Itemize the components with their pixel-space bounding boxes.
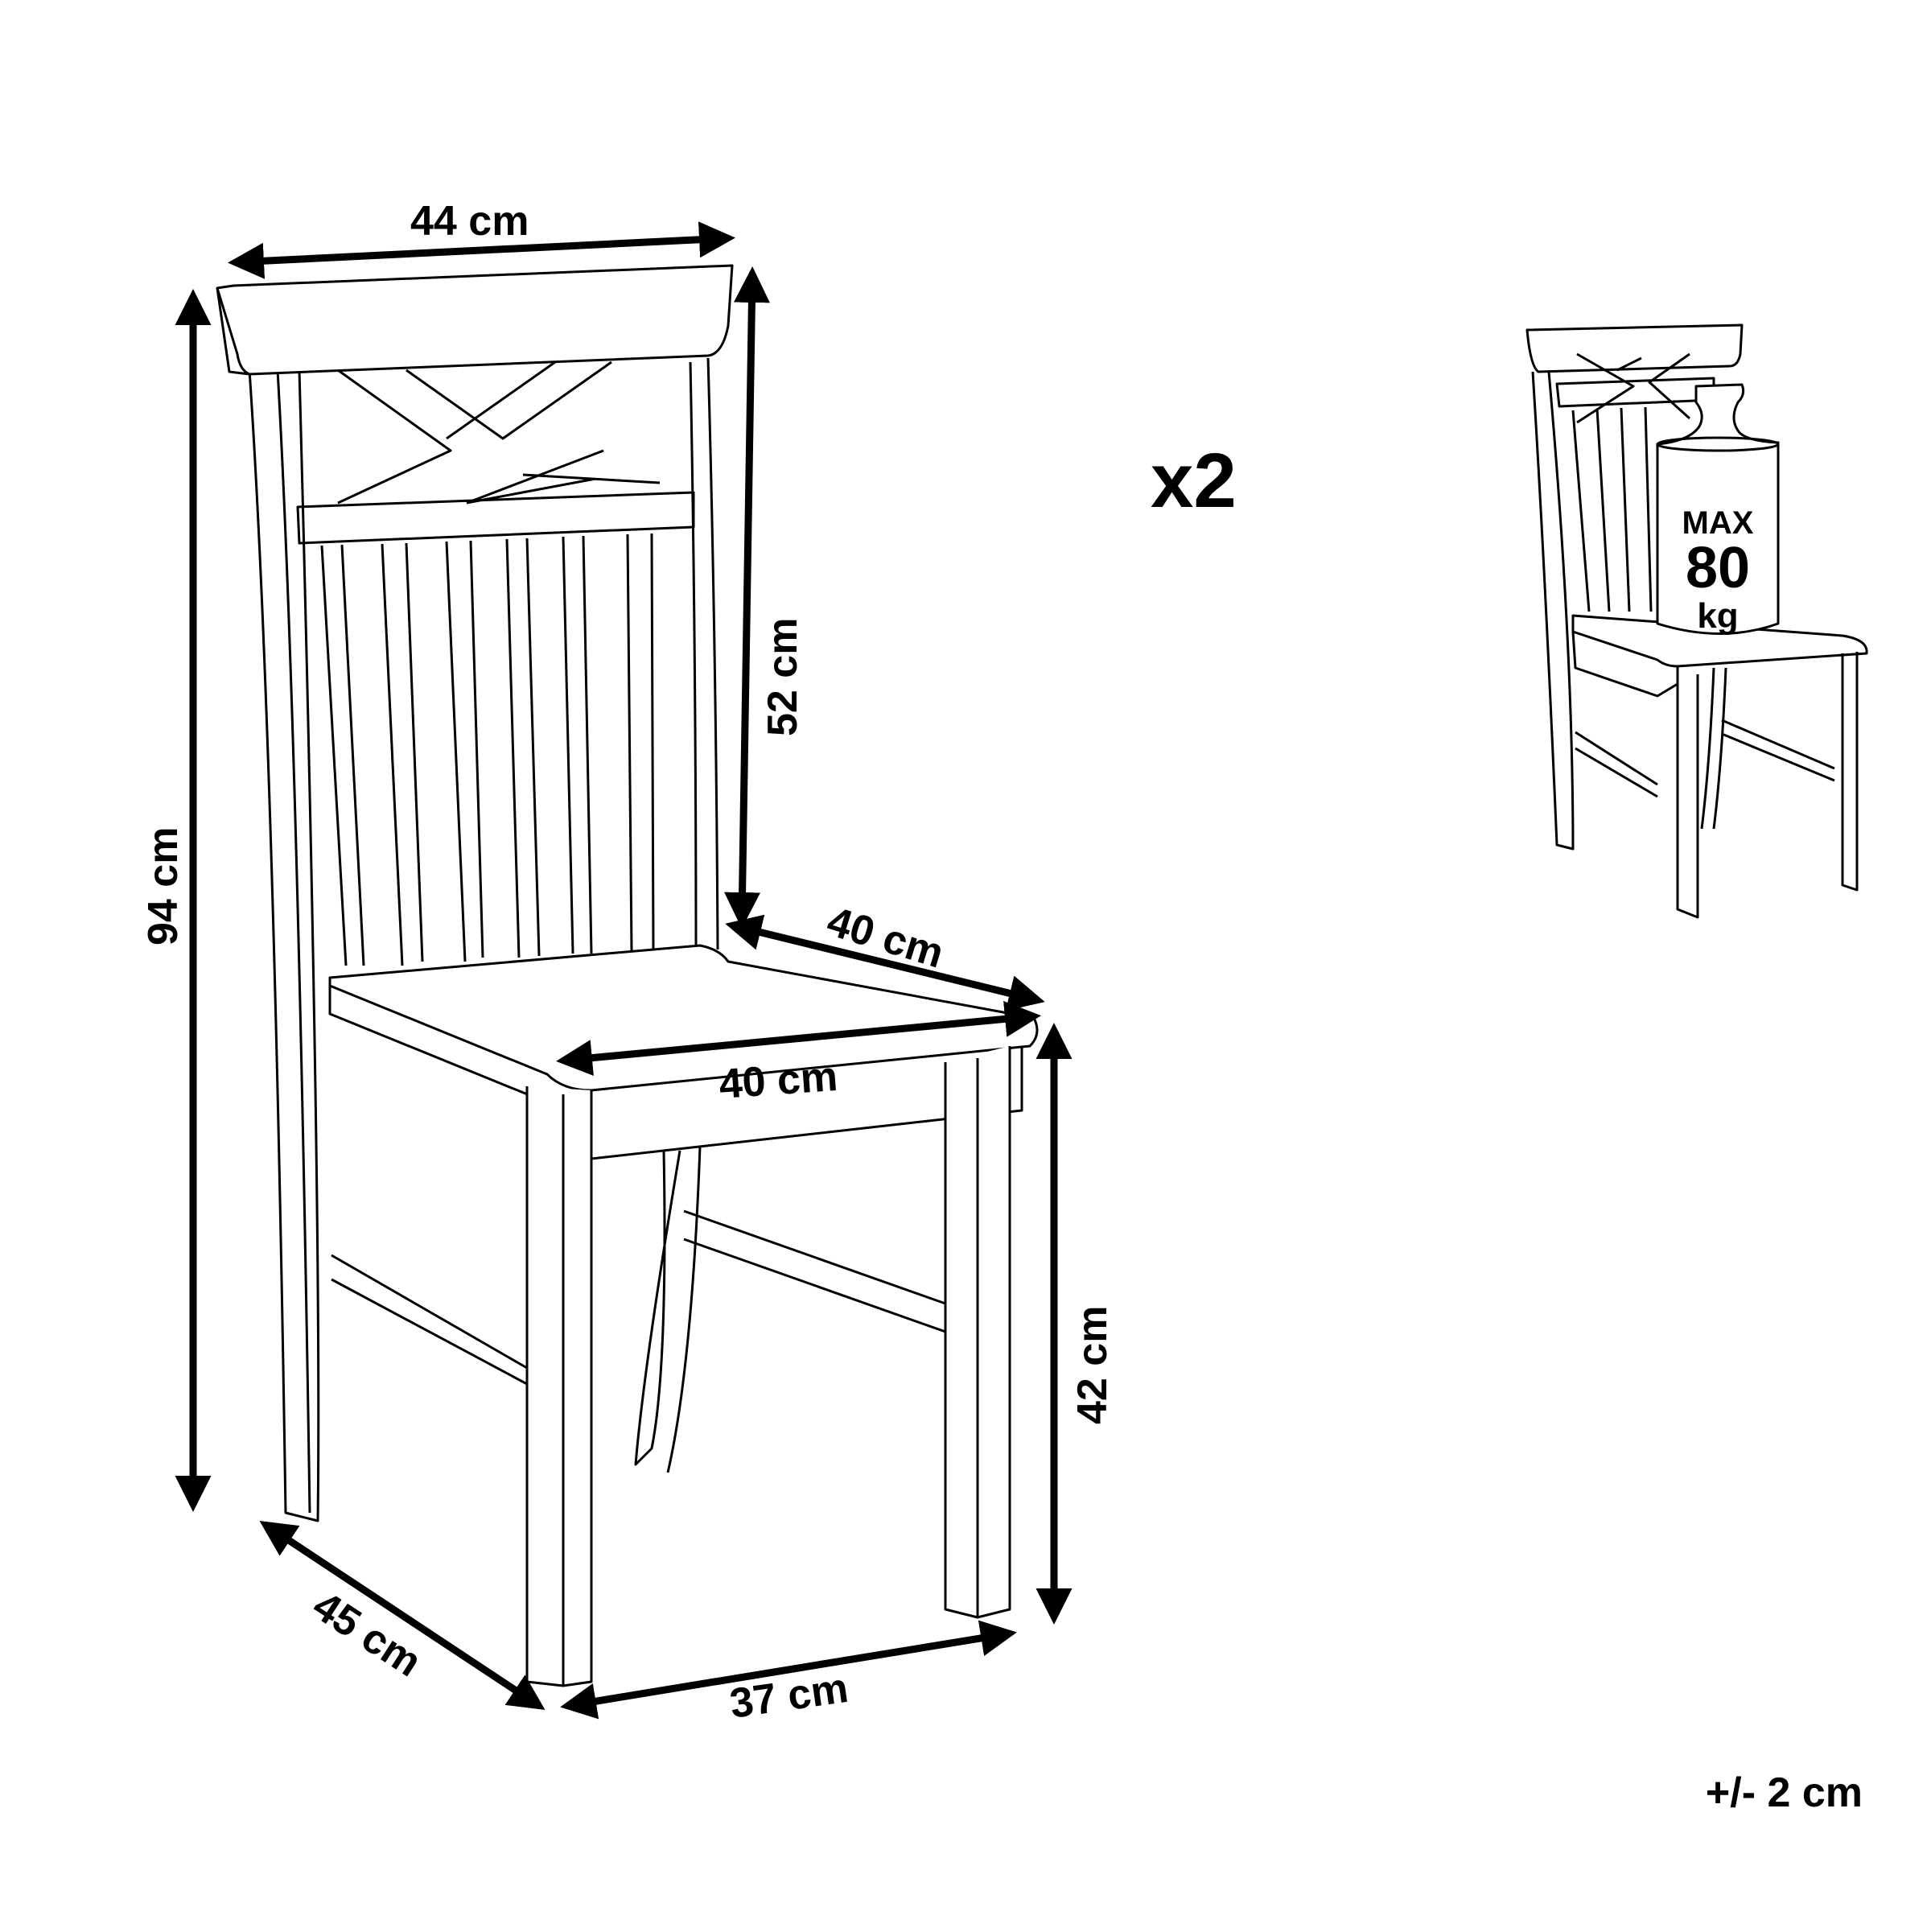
max-load-value: 80 — [1686, 536, 1750, 600]
width-44-arrow — [228, 221, 735, 279]
label-52cm: 52 cm — [760, 618, 806, 736]
max-load-label: MAX — [1682, 505, 1754, 541]
depth-45-arrow — [259, 1521, 546, 1710]
label-44cm: 44 cm — [410, 198, 529, 245]
width-40-arrow — [556, 1000, 1041, 1077]
label-40cm-width: 40 cm — [718, 1053, 839, 1108]
quantity-label: x2 — [1151, 438, 1237, 524]
label-94cm: 94 cm — [140, 827, 187, 945]
depth-40-arrow — [725, 914, 1045, 1011]
label-45cm: 45 cm — [304, 1582, 429, 1686]
height-52-arrow — [724, 266, 770, 929]
max-load-unit: kg — [1697, 596, 1738, 636]
load-chair-drawing: MAX 80 kg — [1525, 323, 1868, 919]
main-chair-drawing — [216, 264, 1039, 1687]
label-42cm: 42 cm — [1069, 1306, 1116, 1424]
dimension-arrows — [175, 221, 1073, 1720]
tolerance-label: +/- 2 cm — [1706, 1769, 1863, 1816]
width-37-arrow — [560, 1620, 1017, 1720]
